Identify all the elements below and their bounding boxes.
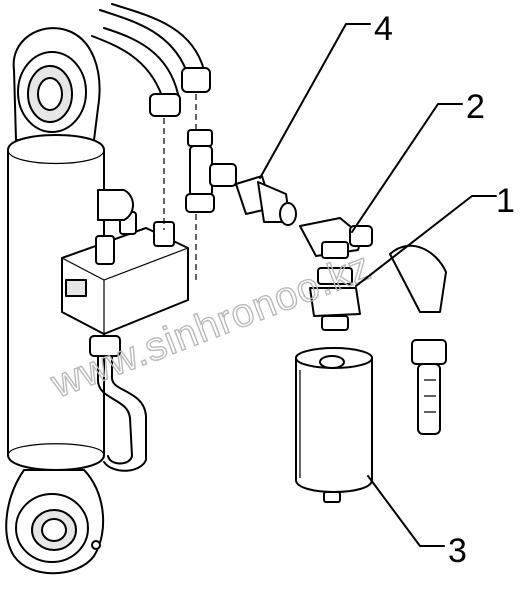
tee-fitting-upper [185, 129, 237, 213]
callout-2: 2 [466, 88, 485, 126]
part-1-adapter [309, 267, 361, 331]
hose-right [389, 244, 447, 435]
part-3-filter-bowl [295, 347, 373, 503]
callout-3: 3 [448, 532, 467, 570]
hoses-top [91, 3, 211, 280]
callout-1: 1 [496, 182, 515, 220]
hydraulic-cylinder [5, 27, 105, 575]
leader-lines [259, 23, 497, 547]
valve-block [61, 189, 189, 472]
part-4-connector [235, 175, 297, 226]
part-2-tee-fitting [299, 217, 373, 259]
callout-4: 4 [374, 10, 393, 48]
